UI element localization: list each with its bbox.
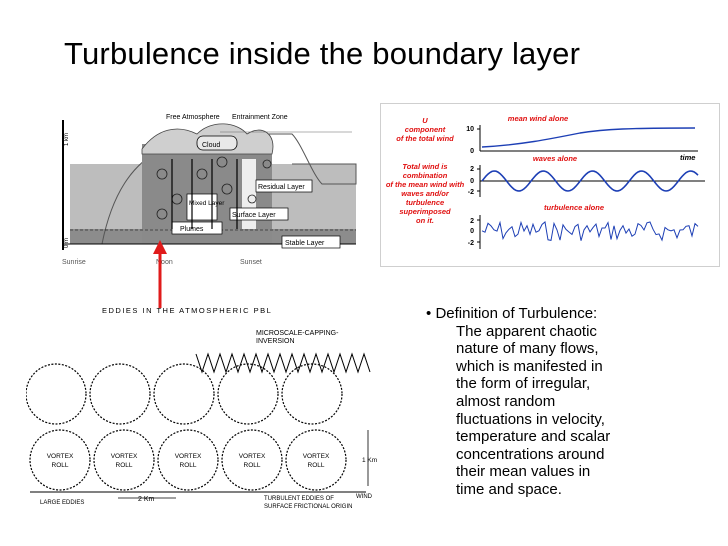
bullet-glyph: •: [426, 305, 432, 322]
total-wind-label: of the total wind: [396, 134, 454, 143]
definition-line-7: fluctuations in velocity,: [456, 410, 605, 428]
turbulent-label-2: SURFACE FRICTIONAL ORIGIN: [264, 504, 352, 510]
free-atmosphere-label: Free Atmosphere: [166, 114, 220, 121]
wind-label: WIND: [356, 494, 373, 500]
vortex-4a: VORTEX: [239, 453, 266, 460]
turbulence-label: turbulence alone: [544, 203, 604, 212]
eddies-figure: EDDIES IN THE ATMOSPHERIC PBL MICROSCALE…: [26, 302, 392, 516]
residual-layer-label: Residual Layer: [258, 184, 305, 191]
tick-neg2-mid: -2: [468, 189, 474, 196]
vortex-4b: ROLL: [244, 462, 261, 469]
definition-line-2: The apparent chaotic: [456, 322, 597, 340]
note-line-2: combination: [403, 171, 448, 180]
noon-label: Noon: [156, 259, 173, 266]
inversion-label-2: INVERSION: [256, 338, 295, 345]
inversion-zigzag: [195, 352, 371, 374]
upper-eddy-1: [26, 363, 87, 425]
note-line-7: on it.: [416, 216, 434, 225]
tick-0-mid: 0: [470, 178, 474, 185]
red-arrow: [152, 240, 168, 310]
time-label: time: [680, 153, 695, 162]
definition-line-1: Definition of Turbulence:: [435, 305, 598, 322]
mean-wind-label: mean wind alone: [508, 114, 568, 123]
tick-0-bot: 0: [470, 228, 474, 235]
width-2km-label: 2 Km: [138, 496, 155, 503]
definition-line-11: time and space.: [456, 480, 562, 498]
vortex-5b: ROLL: [308, 462, 325, 469]
vortex-2b: ROLL: [116, 462, 133, 469]
definition-line-8: temperature and scalar: [456, 428, 611, 446]
eddies-title: EDDIES IN THE ATMOSPHERIC PBL: [102, 306, 272, 315]
note-line-1: Total wind is: [402, 162, 447, 171]
vortex-roll-circle-2: [93, 429, 155, 491]
component-label: component: [405, 125, 446, 134]
mixed-layer-label: Mixed Layer: [189, 200, 225, 207]
upper-eddy-2: [89, 363, 151, 425]
definition-line-3: nature of many flows,: [456, 340, 599, 358]
waves-curve: [481, 170, 699, 192]
pbl-structure-figure: Free Atmosphere Entrainment Zone Cloud R…: [62, 104, 360, 270]
vortex-roll-circle-1: [29, 429, 91, 491]
note-line-5: turbulence: [406, 198, 444, 207]
stable-box: [281, 235, 341, 249]
cloud-label: Cloud: [202, 142, 220, 149]
turbulent-label-1: TURBULENT EDDIES OF: [264, 496, 334, 502]
cloud-shape: [196, 135, 238, 151]
mean-wind-curve: [481, 127, 696, 148]
tick-neg2-bot: -2: [468, 240, 474, 247]
upper-eddy-5: [281, 363, 343, 425]
inversion-label-1: MICROSCALE-CAPPING-: [256, 330, 339, 337]
vortex-roll-circle-4: [221, 429, 283, 491]
definition-bullet-item: • Definition of Turbulence:: [420, 305, 710, 323]
note-line-4: waves and/or: [401, 189, 450, 198]
tick-2-mid: 2: [470, 166, 474, 173]
vortex-2a: VORTEX: [111, 453, 138, 460]
stable-layer-label: Stable Layer: [285, 240, 325, 247]
vortex-3a: VORTEX: [175, 453, 202, 460]
sunrise-label: Sunrise: [62, 259, 86, 266]
surface-layer-label: Surface Layer: [232, 212, 276, 219]
definition-line-4: which is manifested in: [456, 357, 603, 375]
definition-line-6: almost random: [456, 392, 556, 410]
vortex-1b: ROLL: [52, 462, 69, 469]
vortex-1a: VORTEX: [47, 453, 74, 460]
note-line-3: of the mean wind with: [386, 180, 465, 189]
large-eddies-label: LARGE EDDIES: [40, 500, 84, 506]
turbulence-definition: • Definition of Turbulence: The apparent…: [420, 305, 710, 499]
sunset-label: Sunset: [240, 259, 262, 266]
vortex-3b: ROLL: [180, 462, 197, 469]
definition-line-10: their mean values in: [456, 463, 591, 481]
upper-eddy-4: [217, 363, 279, 425]
definition-line-5: the form of irregular,: [456, 375, 591, 393]
height-top-label: 1 km: [64, 133, 70, 146]
turbulence-curve: [481, 220, 699, 242]
surface-box: [229, 207, 289, 221]
slide-title: Turbulence inside the boundary layer: [64, 36, 581, 71]
entrainment-zone-label: Entrainment Zone: [232, 114, 288, 121]
note-line-6: superimposed: [399, 207, 451, 216]
definition-line-9: concentrations around: [456, 445, 605, 463]
vortex-roll-circle-5: [285, 429, 347, 491]
tick-2-bot: 2: [470, 218, 474, 225]
tick-10: 10: [466, 126, 474, 133]
residual-box: [255, 179, 313, 193]
u-label: U: [422, 116, 428, 125]
upper-eddy-3: [153, 363, 215, 425]
height-1km-label: 1 Km: [362, 457, 377, 464]
height-bottom-label: 0 m: [64, 238, 70, 248]
tick-0-top: 0: [470, 148, 474, 155]
vortex-5a: VORTEX: [303, 453, 330, 460]
vortex-roll-circle-3: [157, 429, 219, 491]
waves-label: waves alone: [533, 154, 577, 163]
plumes-label: Plumes: [180, 226, 204, 233]
wind-components-figure: U component of the total wind Total wind…: [380, 103, 720, 267]
